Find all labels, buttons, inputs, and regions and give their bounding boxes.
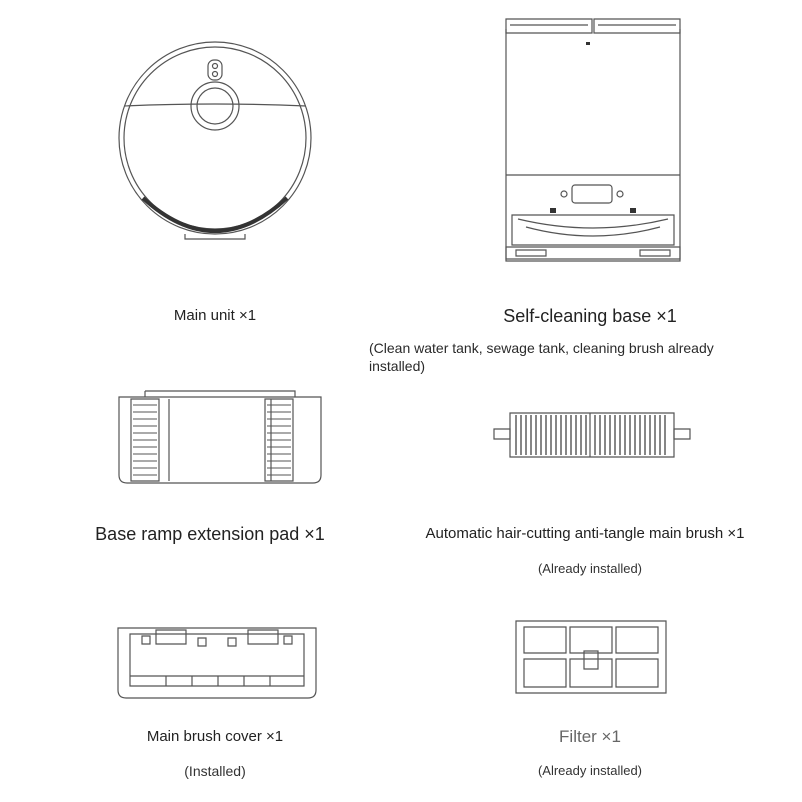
main-unit-label: Main unit ×1: [173, 307, 257, 324]
base-note: (Clean water tank, sewage tank, cleaning…: [369, 340, 714, 374]
brush-cover-icon: [112, 620, 322, 702]
filter-label: Filter ×1: [559, 727, 621, 746]
cover-label: Main brush cover ×1: [146, 728, 284, 745]
base-label: Self-cleaning base ×1: [503, 306, 677, 326]
main-brush-icon: [490, 405, 695, 465]
brush-note: (Already installed): [537, 561, 643, 576]
cover-note: (Installed): [184, 763, 246, 779]
ramp-pad-icon: [115, 385, 325, 490]
filter-note: (Already installed): [537, 763, 643, 778]
filter-icon: [512, 617, 672, 697]
cleaning-base-icon: [498, 15, 688, 265]
ramp-label: Base ramp extension pad ×1: [95, 524, 325, 544]
brush-label: Automatic hair-cutting anti-tangle main …: [425, 525, 745, 542]
robot-vacuum-icon: [105, 38, 325, 243]
